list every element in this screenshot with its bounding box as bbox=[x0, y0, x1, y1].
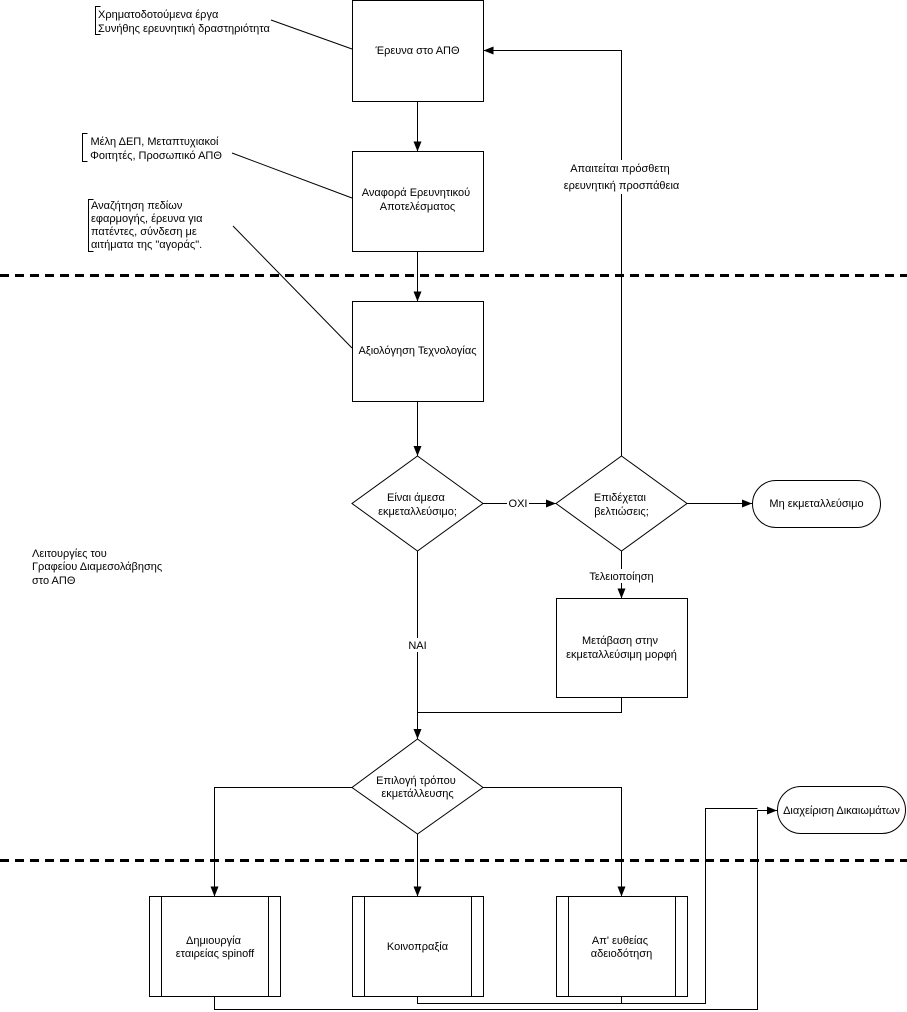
terminal-rights-management: Διαχείριση Δικαιωμάτων bbox=[777, 786, 906, 834]
process-box bbox=[556, 896, 688, 997]
terminal-label: Διαχείριση Δικαιωμάτων bbox=[783, 805, 900, 817]
process-label: Κοινοπραξία bbox=[387, 941, 449, 953]
terminal-label: Μη εκμεταλλεύσιμο bbox=[769, 498, 863, 510]
edge-label-refinement: Τελειοποίηση bbox=[587, 569, 656, 583]
edge-label-background bbox=[507, 496, 529, 510]
node-box bbox=[352, 151, 484, 252]
decision-diamond bbox=[351, 738, 484, 835]
terminal-not-exploitable: Μη εκμεταλλεύσιμο bbox=[752, 480, 881, 528]
process-joint-venture: Κοινοπραξία bbox=[352, 896, 484, 997]
annotation-search: Αναζήτηση πεδίων εφαρμογής, έρευνα για π… bbox=[88, 199, 353, 349]
edge-label-text: Τελειοποίηση bbox=[589, 571, 653, 583]
decision-label: Επιλογή τρόπου εκμετάλλευσης bbox=[376, 775, 459, 800]
edge-label-text: ΝΑΙ bbox=[408, 640, 426, 652]
edge-label-text: Απαιτείται πρόσθετη ερευνητική προσπάθει… bbox=[564, 163, 680, 192]
annotation-bracket bbox=[82, 133, 88, 162]
edge-label-background bbox=[587, 569, 656, 583]
edge-label-background bbox=[559, 160, 684, 194]
decision-label: Είναι άμεσα εκμεταλλεύσιμο; bbox=[378, 492, 457, 518]
process-label: Δημιουργία εταιρείας spinoff bbox=[176, 935, 255, 960]
edge-label-more-research: Απαιτείται πρόσθετη ερευνητική προσπάθει… bbox=[559, 160, 684, 194]
edge-label-text: ΟΧΙ bbox=[509, 498, 528, 510]
node-report: Αναφορά Ερευνητικού Αποτελέσματος bbox=[352, 151, 484, 252]
annotation-leader-line bbox=[270, 19, 353, 50]
decision-diamond bbox=[555, 455, 688, 552]
connector-improvable-back-to-research bbox=[483, 46, 622, 456]
node-box bbox=[352, 301, 484, 402]
connector-joint-venture-to-rights bbox=[417, 808, 758, 1004]
connector-spinoff-to-rights bbox=[214, 806, 777, 1010]
node-research: Έρευνα στο ΑΠΘ bbox=[352, 0, 484, 102]
process-label: Απ' ευθείας αδειοδότηση bbox=[591, 935, 652, 960]
annotation-text: Χρηματοδοτούμενα έργα Συνήθης ερευνητική… bbox=[98, 9, 270, 35]
node-transition: Μετάβαση στην εκμεταλλεύσιμη μορφή bbox=[556, 598, 688, 698]
decision-choose-method: Επιλογή τρόπου εκμετάλλευσης bbox=[351, 738, 484, 835]
connector-transition-merge bbox=[417, 697, 622, 713]
decision-improvable: Επιδέχεται βελτιώσεις; bbox=[555, 455, 688, 552]
zone-label: Λειτουργίες του Γραφείου Διαμεσολάβησης … bbox=[32, 548, 165, 587]
process-spinoff: Δημιουργία εταιρείας spinoff bbox=[149, 896, 281, 997]
node-box bbox=[352, 0, 484, 102]
edge-label-yes: ΝΑΙ bbox=[406, 638, 429, 652]
node-evaluation: Αξιολόγηση Τεχνολογίας bbox=[352, 301, 484, 402]
annotation-text: Αναζήτηση πεδίων εφαρμογής, έρευνα για π… bbox=[91, 200, 206, 251]
edge-label-background bbox=[406, 638, 429, 652]
node-box bbox=[556, 598, 688, 698]
annotation-leader-line bbox=[232, 225, 353, 349]
node-label: Έρευνα στο ΑΠΘ bbox=[374, 45, 460, 57]
edge-label-no: ΟΧΙ bbox=[507, 496, 529, 510]
node-label: Μετάβαση στην εκμεταλλεύσιμη μορφή bbox=[566, 635, 677, 661]
process-licensing: Απ' ευθείας αδειοδότηση bbox=[556, 896, 688, 997]
connector-choose-to-spinoff bbox=[210, 787, 352, 897]
terminal-pill bbox=[777, 786, 906, 834]
node-label: Αναφορά Ερευνητικού Αποτελέσματος bbox=[362, 187, 473, 213]
process-box bbox=[352, 896, 484, 997]
annotation-leader-line bbox=[231, 152, 353, 199]
annotation-people: Μέλη ΔΕΠ, Μεταπτυχιακοί Φοιτητές, Προσωπ… bbox=[82, 133, 353, 199]
decision-label: Επιδέχεται βελτιώσεις; bbox=[594, 492, 649, 518]
annotation-text: Μέλη ΔΕΠ, Μεταπτυχιακοί Φοιτητές, Προσωπ… bbox=[90, 136, 222, 162]
annotation-bracket bbox=[88, 199, 94, 252]
terminal-pill bbox=[752, 480, 881, 528]
connector-choose-to-licensing bbox=[483, 787, 626, 897]
annotation-bracket bbox=[95, 6, 101, 35]
node-label: Αξιολόγηση Τεχνολογίας bbox=[358, 345, 476, 357]
process-box bbox=[149, 896, 281, 997]
annotation-funding: Χρηματοδοτούμενα έργα Συνήθης ερευνητική… bbox=[95, 6, 353, 50]
decision-diamond bbox=[351, 455, 484, 552]
decision-directly-exploitable: Είναι άμεσα εκμεταλλεύσιμο; bbox=[351, 455, 484, 552]
